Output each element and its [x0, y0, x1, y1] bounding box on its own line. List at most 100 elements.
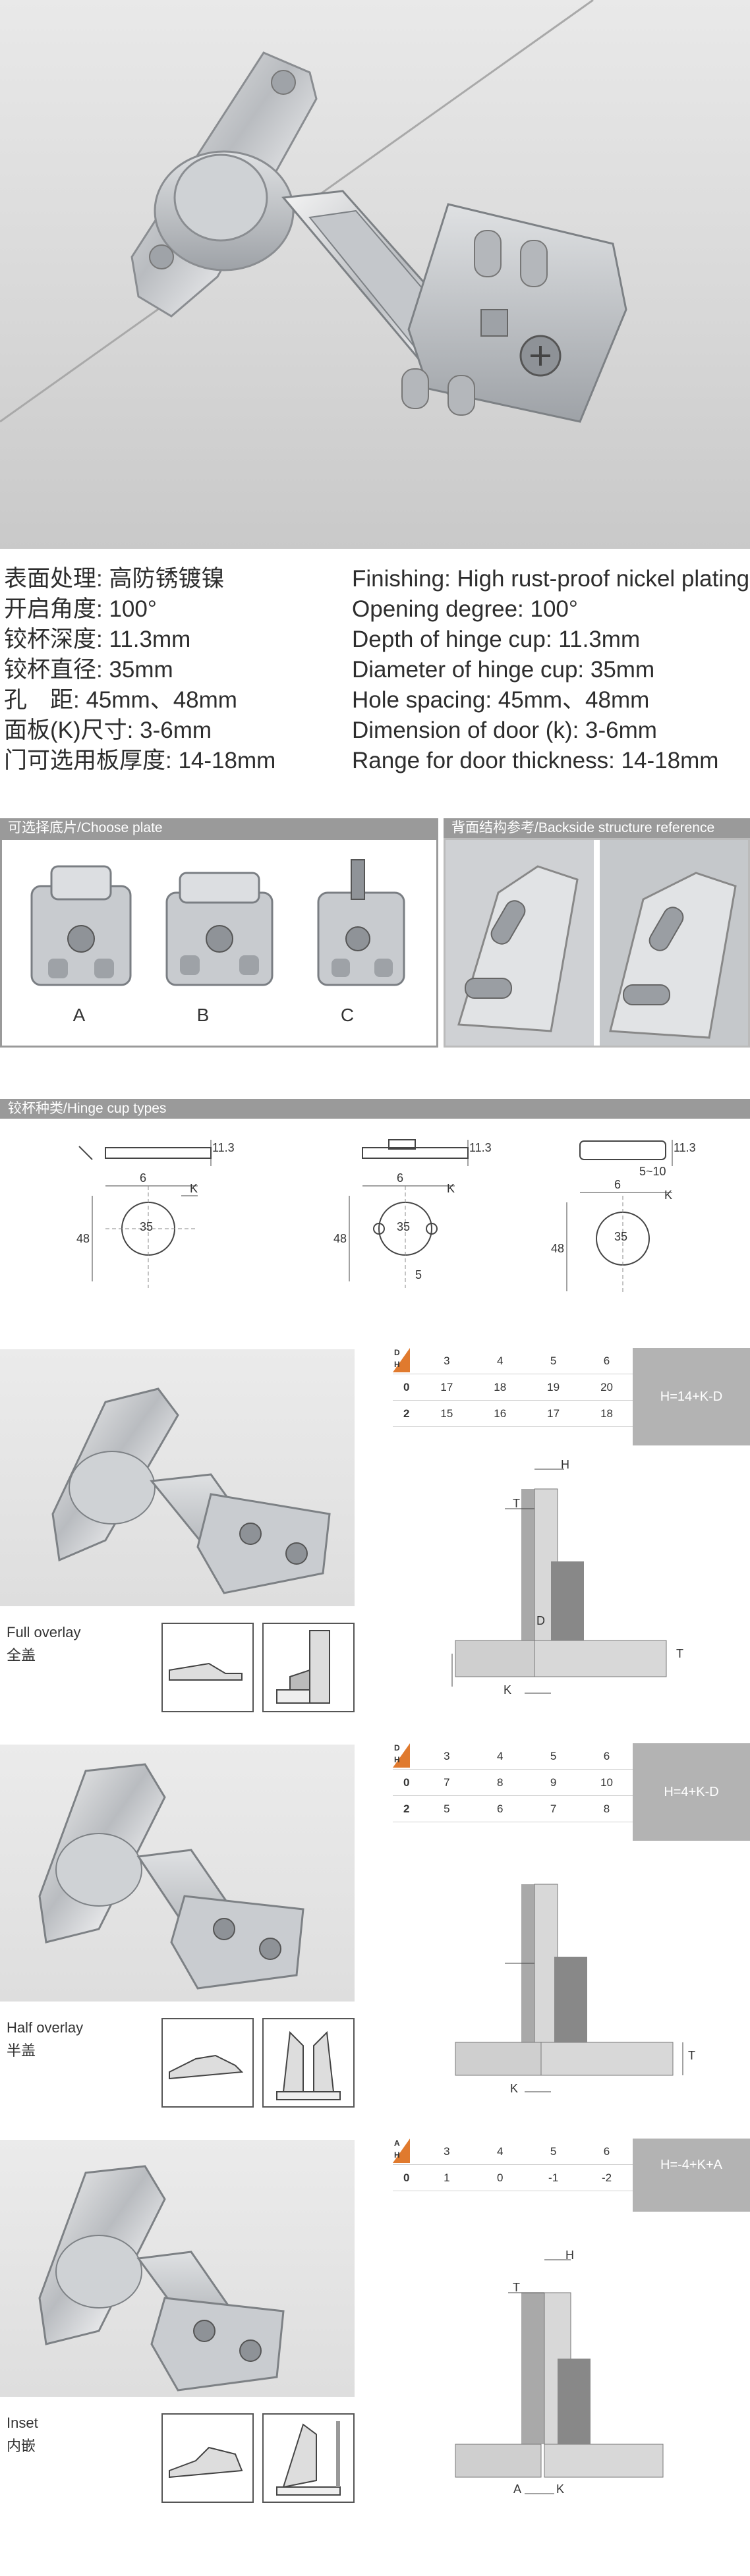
table-cell: 10	[579, 1769, 633, 1796]
table-cell: 9	[527, 1769, 580, 1796]
backside-bar: 背面结构参考/Backside structure reference	[444, 818, 750, 838]
half-overlay-diagram-drawing	[393, 1851, 750, 2112]
table-cell: 17	[420, 1374, 474, 1401]
table-cell: 7	[420, 1769, 474, 1796]
full-overlay-cn: 全盖	[7, 1647, 36, 1664]
table-header-cell: 4	[473, 1348, 527, 1374]
cup-diagram-1: 11.3 6 K 48 35	[66, 1133, 264, 1304]
inset-value-table: 3 4 5 6 0 1 0 -1 -2	[393, 2139, 633, 2191]
table-header-cell: 3	[420, 1743, 474, 1770]
inset-thumb-2-drawing	[276, 2421, 341, 2496]
half-diagram-k: K	[510, 2082, 519, 2095]
spec-cn-line: 面板(K)尺寸: 3-6mm	[4, 717, 212, 743]
choose-plate-panel: A B C	[0, 838, 438, 1048]
full-overlay-thumb-2	[262, 1623, 355, 1712]
table-cell: -1	[527, 2164, 581, 2191]
half-overlay-table: D H 3 4 5 6 0 7 8 9 10 2 5 6 7 8 H=4+K-D	[393, 1743, 750, 1841]
half-overlay-cn: 半盖	[7, 2042, 36, 2059]
table-row-key: 0	[393, 2164, 420, 2191]
full-overlay-diagram-drawing	[393, 1456, 750, 1716]
full-overlay-hinge-icon	[51, 1387, 331, 1594]
table-row-key: 0	[393, 1374, 420, 1401]
backside-illustration	[446, 840, 748, 1046]
cup-diagram-2-drawing	[349, 1139, 469, 1288]
cup2-screw-label: 5	[415, 1268, 422, 1281]
table-row: 3 4 5 6	[393, 1743, 633, 1770]
full-diagram-t: T	[513, 1497, 520, 1510]
table-row-key: 2	[393, 1400, 420, 1427]
cup-diagram-3: 11.3 5~10 6 K 48 35	[540, 1133, 738, 1304]
half-overlay-thumb-2	[262, 2018, 355, 2108]
table-row: 0 17 18 19 20	[393, 1374, 633, 1401]
half-overlay-thumb-2-drawing	[276, 2030, 341, 2100]
full-overlay-thumb-2-drawing	[276, 1630, 330, 1704]
table-header-cell: 5	[527, 1743, 580, 1770]
inset-diagram-t: T	[513, 2281, 520, 2294]
plate-label-b: B	[196, 1005, 210, 1025]
table-cell: 8	[579, 1795, 633, 1822]
spec-en-line: Finishing: High rust-proof nickel platin…	[352, 566, 750, 592]
table-row: 0 1 0 -1 -2	[393, 2164, 633, 2191]
spec-en-line: Depth of hinge cup: 11.3mm	[352, 627, 641, 652]
inset-photo	[0, 2140, 355, 2397]
plate-label-c: C	[340, 1005, 355, 1025]
cup3-dia-label: 35	[614, 1230, 628, 1243]
full-overlay-thumb-1-drawing	[169, 1662, 243, 1681]
inset-thumb-1	[161, 2413, 254, 2503]
cup2-spacing-label: 48	[333, 1232, 347, 1245]
half-value-table: 3 4 5 6 0 7 8 9 10 2 5 6 7 8	[393, 1743, 633, 1822]
full-diagram-t2: T	[676, 1647, 683, 1660]
full-overlay-thumb-1	[161, 1623, 254, 1712]
table-cell: 15	[420, 1400, 474, 1427]
full-overlay-table: D H 3 4 5 6 0 17 18 19 20 2 15 16 17 18 …	[393, 1348, 750, 1445]
full-overlay-photo	[0, 1349, 355, 1606]
table-header-cell: 5	[527, 1348, 581, 1374]
half-overlay-diagram: T K	[393, 1851, 750, 2112]
full-formula: H=14+K-D	[633, 1348, 750, 1445]
table-row: 2 5 6 7 8	[393, 1795, 633, 1822]
full-value-table: 3 4 5 6 0 17 18 19 20 2 15 16 17 18	[393, 1348, 633, 1427]
table-row: 3 4 5 6	[393, 2139, 633, 2165]
cup3-k-label: K	[664, 1189, 673, 1202]
spec-cn-line: 铰杯深度: 11.3mm	[4, 627, 191, 652]
backside-panel	[444, 838, 750, 1048]
half-overlay-thumb-1-drawing	[169, 2054, 244, 2080]
full-diagram-d: D	[536, 1614, 545, 1627]
table-header-cell: 6	[580, 2139, 633, 2165]
spec-cn-line: 表面处理: 高防锈镀镍	[4, 566, 225, 592]
spec-en-line: Opening degree: 100°	[352, 596, 578, 622]
cup-diagram-3-drawing	[566, 1140, 673, 1295]
table-cell: 20	[580, 1374, 633, 1401]
inset-diagram-a: A	[513, 2482, 522, 2496]
hinge-cup-bar: 铰杯种类/Hinge cup types	[0, 1099, 750, 1119]
cup-edge-label: 6	[140, 1171, 147, 1185]
table-cell: 1	[420, 2164, 474, 2191]
table-header-cell: 6	[580, 1348, 633, 1374]
plate-a-icon	[30, 865, 132, 986]
cup-dia-label: 35	[140, 1220, 154, 1233]
inset-thumb-2	[262, 2413, 355, 2503]
inset-thumb-1-drawing	[169, 2446, 243, 2478]
table-header-cell: 6	[579, 1743, 633, 1770]
inset-diagram: H T A K	[393, 2247, 750, 2507]
hero-photo	[0, 0, 750, 549]
plate-illustrations	[30, 859, 405, 986]
plate-c-icon	[317, 859, 405, 986]
cup-diagram-2: 11.3 6 K 48 35 5	[323, 1133, 521, 1304]
inset-diagram-drawing	[393, 2247, 750, 2507]
table-row-key: 2	[393, 1795, 420, 1822]
table-row: 3 4 5 6	[393, 1348, 633, 1374]
cup3-spacing-label: 48	[551, 1242, 565, 1255]
table-cell: 5	[420, 1795, 474, 1822]
table-cell: 8	[473, 1769, 527, 1796]
cup-k-label: K	[190, 1182, 198, 1195]
table-header-cell: 4	[473, 1743, 527, 1770]
spec-cn-line: 门可选用板厚度: 14-18mm	[4, 748, 276, 773]
table-row-key: 0	[393, 1769, 420, 1796]
spec-section: 表面处理: 高防锈镀镍 开启角度: 100° 铰杯深度: 11.3mm 铰杯直径…	[0, 564, 750, 781]
cup-depth-label: 11.3	[212, 1141, 235, 1154]
table-cell: 19	[527, 1374, 581, 1401]
cup-diagram-1-drawing	[78, 1140, 212, 1288]
table-cell: -2	[580, 2164, 633, 2191]
half-overlay-hinge-icon	[38, 1763, 304, 1990]
